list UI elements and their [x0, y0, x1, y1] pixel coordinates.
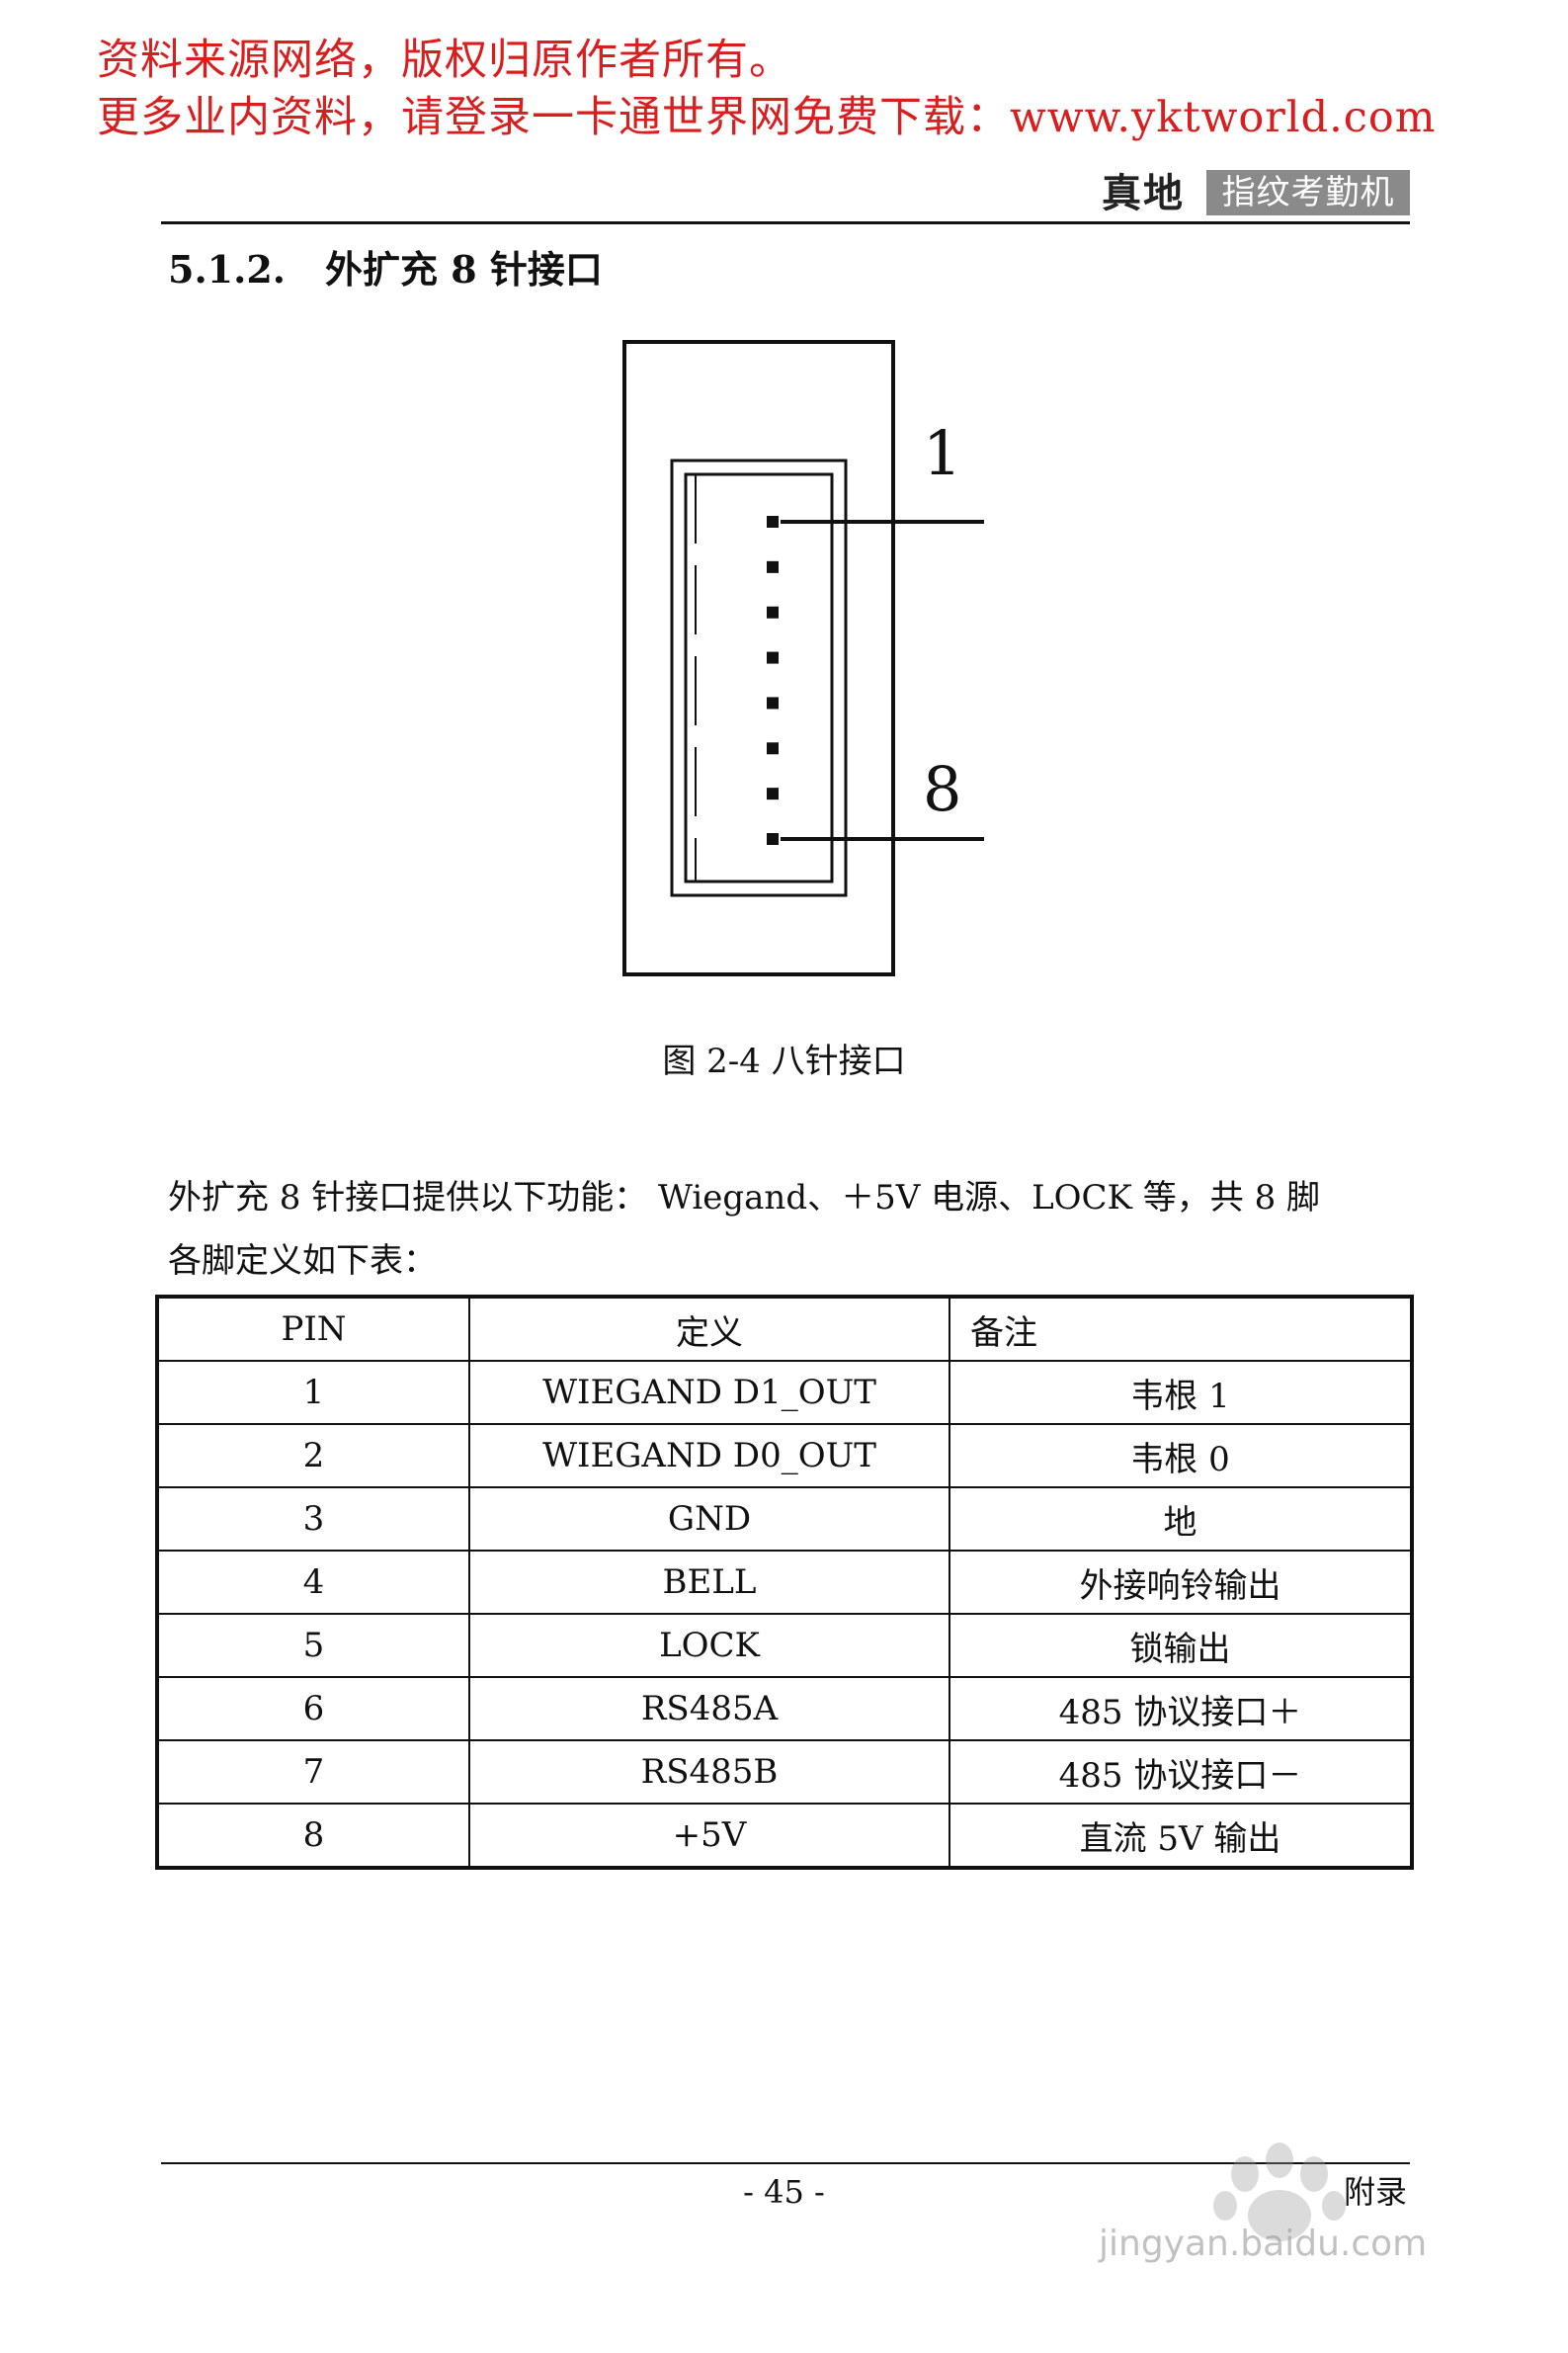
connector-outer-housing — [622, 340, 895, 976]
pin-number-cell: 1 — [156, 1360, 470, 1425]
page-number: - 45 - — [743, 2173, 825, 2211]
pin-remark-cell: 485 协议接口＋ — [949, 1676, 1413, 1741]
baidu-paw-watermark — [1213, 2143, 1346, 2241]
header-rule — [161, 221, 1410, 224]
pin-number-cell: 8 — [156, 1803, 470, 1869]
pin-6-dot — [767, 742, 779, 755]
intro-line-1: 外扩充 8 针接口提供以下功能： Wiegand、＋5V 电源、LOCK 等，共… — [168, 1178, 1321, 1218]
pin-4-dot — [767, 651, 779, 664]
pin-definition-cell: WIEGAND D0_OUT — [468, 1423, 950, 1488]
pin-number-cell: 7 — [156, 1739, 470, 1805]
source-notice-line-2: 更多业内资料，请登录一卡通世界网免费下载：www.yktworld.com — [97, 93, 1437, 142]
pin-definition-cell: RS485B — [468, 1739, 950, 1805]
connector-socket-outer — [670, 459, 848, 897]
pin-number-cell: 4 — [156, 1550, 470, 1615]
pin-definition-cell: RS485A — [468, 1676, 950, 1741]
intro-line-2: 各脚定义如下表： — [168, 1241, 437, 1281]
pin-remark-cell: 锁输出 — [949, 1613, 1413, 1678]
section-number: 5.1.2. — [168, 247, 287, 292]
pin-number-cell: 5 — [156, 1613, 470, 1678]
pin-group — [767, 516, 779, 845]
pin-definition-cell: BELL — [468, 1550, 950, 1615]
pin-8-dot — [767, 833, 779, 845]
pin-8-label: 8 — [923, 753, 961, 825]
pin-number-cell: 3 — [156, 1486, 470, 1552]
brand-logo: 真地 — [1102, 171, 1185, 216]
intro-paragraph: 外扩充 8 针接口提供以下功能： Wiegand、＋5V 电源、LOCK 等，共… — [168, 1166, 1413, 1293]
pin-remark-cell: 韦根 1 — [949, 1360, 1413, 1425]
pin-number-cell: 6 — [156, 1676, 470, 1741]
pin-definition-cell: +5V — [468, 1803, 950, 1869]
pin-definition-cell: WIEGAND D1_OUT — [468, 1360, 950, 1425]
connector-socket-inner — [684, 472, 834, 883]
footer-rule — [161, 2162, 1410, 2164]
figure-caption: 图 2-4 八针接口 — [662, 1042, 906, 1081]
pin-1-dot — [767, 516, 779, 528]
pin-remark-cell: 直流 5V 输出 — [949, 1803, 1413, 1869]
pin-3-dot — [767, 606, 779, 619]
pin-definition-cell: LOCK — [468, 1613, 950, 1678]
pin-7-dot — [767, 788, 779, 800]
pin-number-cell: 2 — [156, 1423, 470, 1488]
section-title: 外扩充 8 针接口 — [325, 247, 603, 292]
watermark-text: jingyan.baidu.com — [1099, 2224, 1428, 2264]
header-definition: 定义 — [468, 1296, 950, 1362]
header-pin: PIN — [156, 1296, 470, 1362]
pin-remark-cell: 地 — [949, 1486, 1413, 1552]
pin-remark-cell: 485 协议接口－ — [949, 1739, 1413, 1805]
header-remark: 备注 — [949, 1296, 1413, 1362]
connector-diagram: 1 8 — [622, 340, 984, 976]
pin-2-dot — [767, 560, 779, 573]
section-heading: 5.1.2. 外扩充 8 针接口 — [168, 245, 603, 294]
pin-remark-cell: 外接响铃输出 — [949, 1550, 1413, 1615]
pin-1-label: 1 — [923, 417, 961, 489]
footer-section-name: 附录 — [1344, 2173, 1408, 2211]
pin-5-dot — [767, 697, 779, 710]
source-notice-line-1: 资料来源网络，版权归原作者所有。 — [97, 36, 792, 85]
table-header-row: PIN 定义 备注 — [156, 1296, 1413, 1362]
pin-remark-cell: 韦根 0 — [949, 1423, 1413, 1488]
pin-definition-cell: GND — [468, 1486, 950, 1552]
brand-product-label: 指纹考勤机 — [1206, 170, 1410, 215]
